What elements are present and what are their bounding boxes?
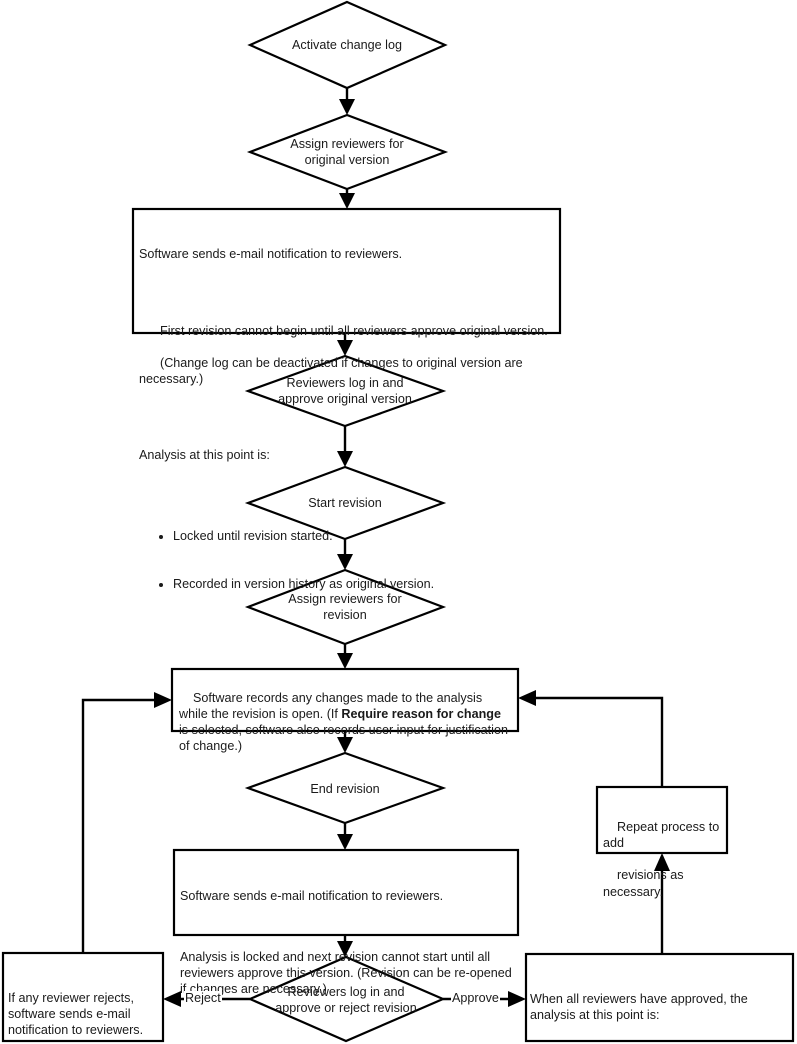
node-assign-reviewers-revision[interactable]: Assign reviewers for revision bbox=[251, 583, 439, 631]
shape-repeat-process[interactable] bbox=[595, 785, 729, 855]
node-email-notification-original[interactable]: Software sends e-mail notification to re… bbox=[139, 214, 555, 657]
email-original-paragraph-3: Analysis at this point is: bbox=[139, 448, 270, 463]
node-approve-or-reject-line2: approve or reject revision bbox=[275, 1001, 417, 1015]
repeat-process-line1: Repeat process to add bbox=[603, 820, 723, 851]
node-reviewers-approve-original-line1: Reviewers log in and bbox=[286, 375, 404, 390]
connector-repeat-to-records bbox=[518, 690, 664, 787]
node-end-revision[interactable]: End revision bbox=[251, 766, 439, 812]
email-original-paragraph-2a: First revision cannot begin until all re… bbox=[160, 323, 548, 338]
node-end-revision-label: End revision bbox=[310, 781, 380, 796]
connector-reject-loop-to-records bbox=[81, 692, 172, 953]
email-revision-paragraph-2: Analysis is locked and next revision can… bbox=[180, 949, 516, 996]
email-revision-paragraph-1: Software sends e-mail notification to re… bbox=[180, 889, 444, 904]
reviewer-rejects-paragraph-1: If any reviewer rejects, software sends … bbox=[8, 991, 144, 1038]
connector-start-to-assign-revision bbox=[337, 539, 353, 570]
all-approved-paragraph-1: When all reviewers have approved, the an… bbox=[530, 992, 752, 1023]
connector-email-to-reviewers-original bbox=[337, 333, 353, 356]
node-assign-reviewers-original[interactable]: Assign reviewers for original version bbox=[255, 128, 439, 176]
connector-assign-revision-to-records bbox=[337, 644, 353, 669]
records-text-pre: Software records any changes made to the… bbox=[179, 691, 486, 722]
node-start-revision-label: Start revision bbox=[308, 495, 382, 510]
connector-records-to-end-revision bbox=[337, 731, 353, 753]
connector-assign-to-email-original bbox=[339, 189, 355, 209]
edge-label-approve: Approve bbox=[451, 991, 500, 1005]
edge-label-reject: Reject bbox=[184, 991, 222, 1005]
node-assign-reviewers-original-line2: original version bbox=[304, 153, 390, 167]
list-item: Locked until revision started. bbox=[173, 528, 555, 544]
node-reviewers-approve-or-reject[interactable]: Reviewers log in and approve or reject r… bbox=[252, 976, 440, 1024]
email-original-paragraph-2: First revision cannot begin until all re… bbox=[139, 307, 555, 404]
shape-email-notification-original[interactable] bbox=[131, 207, 562, 335]
connector-end-revision-to-email bbox=[337, 823, 353, 850]
email-original-paragraph-2b: (Change log can be deactivated if change… bbox=[139, 355, 527, 386]
node-all-reviewers-approved[interactable]: When all reviewers have approved, the an… bbox=[530, 959, 792, 1044]
records-text-post: is selected, software also records user … bbox=[179, 707, 512, 754]
node-email-notification-revision[interactable]: Software sends e-mail notification to re… bbox=[180, 856, 513, 1029]
connector-activate-to-assign bbox=[339, 88, 355, 115]
shape-all-reviewers-approved[interactable] bbox=[524, 952, 795, 1043]
node-start-revision[interactable]: Start revision bbox=[251, 480, 439, 526]
node-activate-change-log[interactable]: Activate change log bbox=[255, 22, 439, 68]
email-original-paragraph-1: Software sends e-mail notification to re… bbox=[139, 247, 403, 262]
shape-email-notification-revision[interactable] bbox=[172, 848, 520, 937]
repeat-process-line2: revisions as necessary. bbox=[603, 868, 687, 899]
node-approve-or-reject-line1: Reviewers log in and bbox=[287, 984, 405, 999]
node-reviewers-approve-original-line2: approve original version bbox=[278, 392, 412, 406]
node-repeat-process[interactable]: Repeat process to add revisions as neces… bbox=[603, 803, 725, 916]
node-reviewer-rejects[interactable]: If any reviewer rejects, software sends … bbox=[8, 958, 160, 1044]
email-original-bullet-list: Locked until revision started. Recorded … bbox=[139, 496, 555, 625]
connector-approved-to-repeat bbox=[654, 853, 670, 954]
node-software-records-changes[interactable]: Software records any changes made to the… bbox=[179, 674, 511, 771]
node-assign-reviewers-revision-line1: Assign reviewers for bbox=[288, 591, 402, 606]
shape-reviewer-rejects[interactable] bbox=[1, 951, 165, 1043]
node-assign-reviewers-revision-line2: revision bbox=[323, 608, 367, 622]
node-activate-change-log-label: Activate change log bbox=[292, 37, 402, 52]
records-text-bold: Require reason for change bbox=[341, 707, 501, 722]
list-item: Recorded in version history as original … bbox=[173, 576, 555, 592]
connector-email-to-approve-reject bbox=[337, 935, 353, 957]
shape-reviewers-approve-or-reject[interactable] bbox=[247, 955, 446, 1043]
connector-approve-to-start-revision bbox=[337, 426, 353, 467]
node-reviewers-approve-original[interactable]: Reviewers log in and approve original ve… bbox=[251, 367, 439, 415]
node-assign-reviewers-original-line1: Assign reviewers for bbox=[290, 136, 404, 151]
